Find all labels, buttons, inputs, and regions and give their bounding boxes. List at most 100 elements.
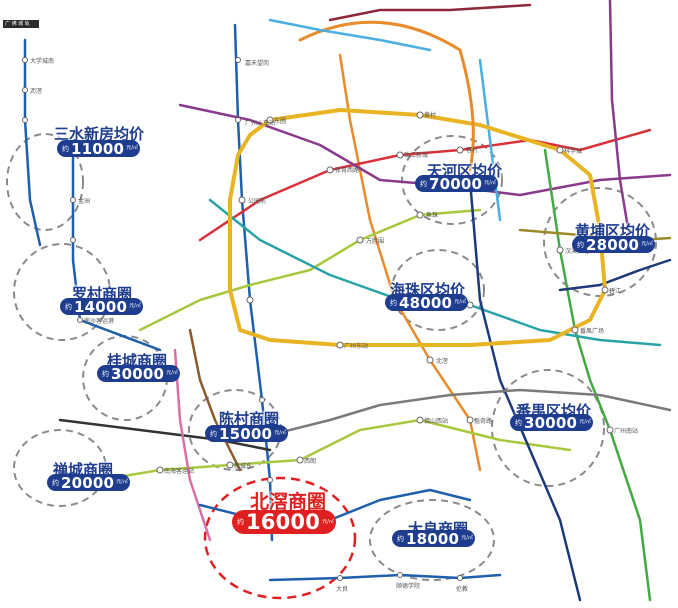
station-label: 佛山西站 [424, 418, 449, 425]
district-title-huangpu: 黄埔区均价 [575, 222, 651, 240]
district-title-chencun: 陈村商圈 [219, 410, 280, 428]
price-prefix: 约 [52, 478, 59, 487]
price-value: 30000 [111, 364, 165, 383]
station-label: 新城东 [234, 463, 253, 470]
price-badge-sanshui: 约 11000 元/㎡ [57, 139, 141, 158]
price-unit: 元/㎡ [126, 145, 138, 151]
station-label: 广州东站 [344, 343, 369, 350]
line-22 [608, 0, 632, 242]
map-header-box [3, 20, 39, 28]
station-label: 嘉禾望岗 [245, 60, 270, 67]
price-badge-daliang: 约 18000 元/㎡ [392, 529, 476, 548]
line-foshan3 [173, 348, 212, 542]
line-foshan-gray [248, 388, 672, 442]
station-label: 大良 [336, 586, 349, 593]
price-badge-luocun: 约 14000 元/㎡ [60, 297, 144, 316]
price-unit: 元/㎡ [484, 180, 496, 186]
circle-tianhe [401, 135, 503, 225]
price-value: 20000 [61, 473, 115, 492]
line-11-loop [228, 108, 607, 347]
station-label: 南海客运站 [164, 468, 195, 475]
price-prefix: 约 [102, 369, 109, 378]
price-prefix: 约 [420, 179, 427, 188]
price-badge-haizhu: 约 48000 元/㎡ [385, 293, 469, 312]
price-unit: 元/㎡ [129, 303, 141, 309]
price-value: 48000 [399, 293, 453, 312]
price-prefix: 约 [237, 518, 244, 526]
price-unit: 元/㎡ [461, 535, 473, 541]
station-label: 沥滘 [30, 88, 43, 95]
price-badge-chencun: 约 15000 元/㎡ [205, 424, 289, 443]
circle-beijiao [203, 476, 357, 600]
station-label: 广州南站 [614, 428, 639, 435]
circle-panyu [491, 369, 605, 487]
price-value: 18000 [406, 529, 460, 548]
price-badge-huangpu: 约 28000 元/㎡ [572, 235, 656, 254]
price-prefix: 约 [577, 240, 584, 249]
line-3 [338, 53, 482, 472]
line-7 [98, 418, 572, 482]
line-top-arc [298, 20, 475, 172]
price-value: 16000 [246, 510, 321, 534]
station-label: 陈村 [604, 228, 617, 235]
price-value: 30000 [524, 413, 578, 432]
price-badge-beijiao: 约 16000 元/㎡ [232, 510, 337, 534]
price-badge-panyu: 约 30000 元/㎡ [510, 413, 594, 432]
price-value: 70000 [429, 174, 483, 193]
price-unit: 元/㎡ [166, 370, 178, 376]
price-value: 14000 [74, 297, 128, 316]
line-bottom2 [268, 573, 502, 582]
price-badge-guicheng: 约 30000 元/㎡ [97, 364, 181, 383]
station-label: 西朗 [304, 458, 317, 465]
station-label: 伦教 [456, 586, 469, 593]
price-value: 15000 [219, 424, 273, 443]
station-dots [22, 57, 614, 581]
station-label: 公园前 [248, 198, 267, 205]
station-label: 鱼珠 [426, 212, 439, 219]
station-label: 大学城南 [30, 58, 55, 65]
district-title-sanshui: 三水新房均价 [54, 125, 145, 143]
district-title-beijiao: 北滘商圈 [250, 491, 327, 513]
price-prefix: 约 [65, 302, 72, 311]
station-label: 黄村 [424, 112, 437, 119]
price-unit: 元/㎡ [274, 430, 286, 436]
price-unit: 元/㎡ [116, 479, 128, 485]
circle-luocun [13, 243, 111, 341]
map-header-label: 广 佛 城 轨 [5, 21, 30, 27]
line-21 [558, 258, 672, 292]
price-unit: 元/㎡ [641, 241, 653, 247]
line-guangfo-2 [58, 418, 272, 452]
station-label: 东圃 [274, 118, 287, 125]
price-unit: 元/㎡ [454, 299, 466, 305]
line-1 [138, 208, 482, 332]
price-unit: 元/㎡ [579, 419, 591, 425]
price-prefix: 约 [397, 534, 404, 543]
price-badge-chancheng: 约 20000 元/㎡ [47, 473, 131, 492]
circle-daliang [369, 499, 495, 581]
station-label: 番禺广场 [580, 328, 605, 335]
line-14 [328, 3, 532, 22]
station-label: 客村 [466, 147, 479, 154]
price-prefix: 约 [390, 298, 397, 307]
line-9 [478, 58, 502, 222]
price-prefix: 约 [62, 144, 69, 153]
station-label: 顺德学院 [396, 583, 421, 590]
price-value: 11000 [71, 139, 125, 158]
line-brown [188, 328, 242, 472]
station-label: 广州火车站 [245, 120, 276, 127]
line-5 [198, 128, 652, 242]
circle-chancheng [13, 429, 107, 507]
price-prefix: 约 [515, 418, 522, 427]
station-label: 万胜围 [366, 238, 385, 245]
station-label: 北滘 [436, 358, 449, 365]
station-label: 碧江 [609, 288, 622, 295]
line-guangfo [23, 38, 42, 247]
price-value: 28000 [586, 235, 640, 254]
station-label: 魁奇路 [474, 418, 493, 425]
station-label: 珠江新城 [404, 152, 429, 159]
line-foshan2 [71, 148, 162, 352]
station-label: 体育西路 [335, 167, 360, 174]
line-top-arc2 [268, 18, 432, 52]
station-label: 金洲 [78, 198, 91, 205]
price-badge-tianhe: 约 70000 元/㎡ [415, 174, 499, 193]
